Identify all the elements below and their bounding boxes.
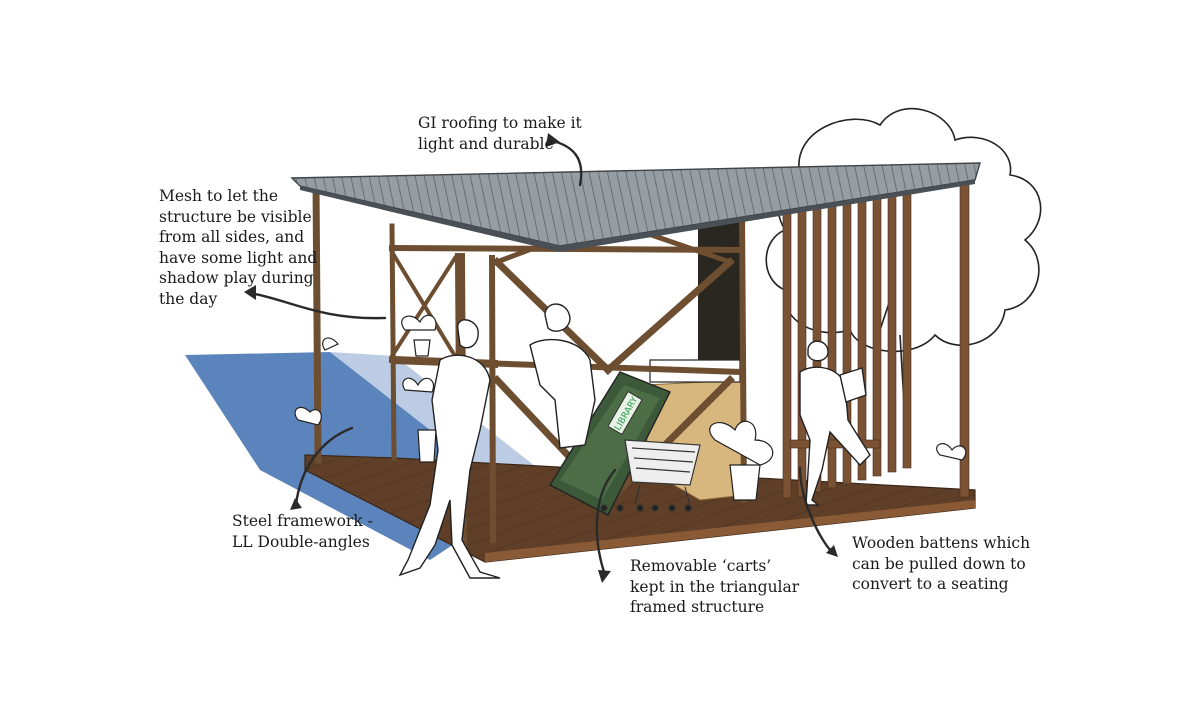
annotation-line: kept in the triangular	[630, 577, 800, 596]
annotation-line: shadow play during	[159, 269, 314, 287]
annotation-line: Mesh to let the	[159, 187, 279, 205]
annotation-line: from all sides, and	[159, 228, 305, 246]
annotation-line: structure be visible	[159, 207, 312, 226]
annotation-roof: GI roofing to make it light and durable	[418, 113, 582, 154]
annotation-line: convert to a seating	[852, 575, 1009, 593]
annotation-line: LL Double-angles	[232, 532, 370, 551]
annotation-steel: Steel framework - LL Double-angles	[232, 511, 373, 552]
annotation-line: can be pulled down to	[852, 554, 1026, 573]
back-panel	[698, 220, 742, 380]
annotation-battens: Wooden battens which can be pulled down …	[852, 533, 1030, 595]
annotation-line: Removable ‘carts’	[630, 557, 772, 575]
arrowheads	[244, 133, 838, 583]
person-icon	[398, 303, 871, 579]
annotation-line: Wooden battens which	[852, 534, 1031, 552]
annotation-line: the day	[159, 289, 218, 308]
annotation-mesh: Mesh to let the structure be visible fro…	[159, 186, 317, 309]
annotation-carts: Removable ‘carts’ kept in the triangular…	[630, 556, 799, 618]
annotation-line: GI roofing to make it	[418, 114, 582, 132]
roof-fascia	[300, 180, 975, 252]
plant-icon	[294, 314, 967, 501]
annotation-line: have some light and	[159, 248, 318, 267]
annotation-line: Steel framework -	[232, 512, 373, 530]
arrow-icon	[248, 138, 834, 577]
annotation-line: framed structure	[630, 598, 765, 616]
library-sign-panel: LIBRARY	[549, 371, 671, 516]
shopping-cart-icon	[600, 439, 701, 512]
deck-edge	[485, 500, 975, 562]
annotation-line: light and durable	[418, 134, 554, 153]
